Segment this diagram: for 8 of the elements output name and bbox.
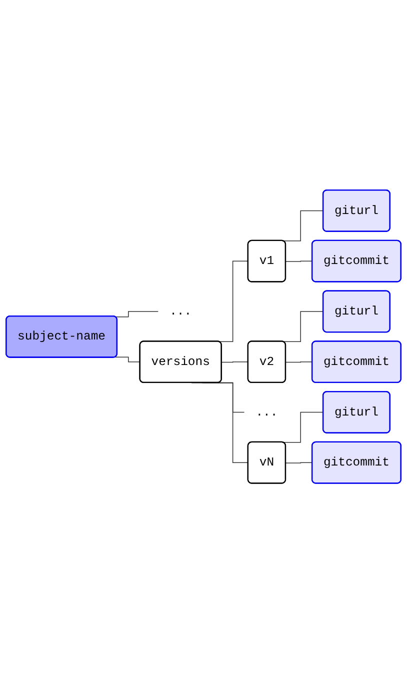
node-text: ... — [170, 304, 192, 318]
connector — [285, 462, 313, 464]
connector — [285, 260, 313, 262]
connector — [114, 356, 141, 362]
connector — [221, 361, 249, 362]
connector — [114, 310, 159, 318]
connector — [285, 361, 313, 362]
node-text: ... — [256, 405, 278, 419]
